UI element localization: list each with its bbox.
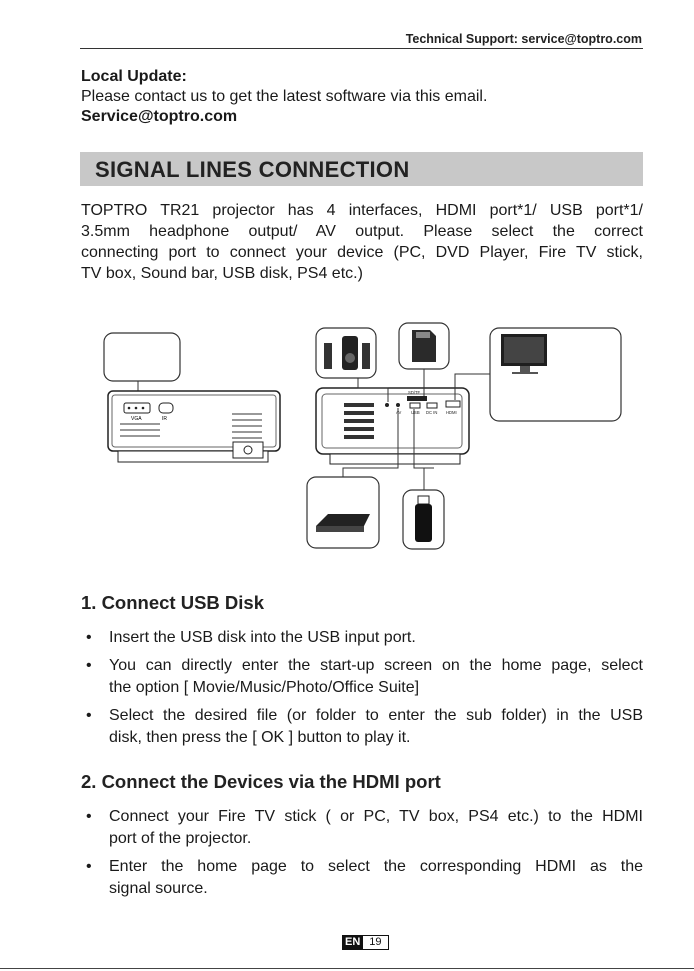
intro-line-1: TOPTRO TR21 projector has 4 interfaces, … <box>81 202 643 219</box>
dcin-port-label: DC IN <box>426 410 437 415</box>
ir-label: IR <box>162 416 167 422</box>
bullet-marker: • <box>86 657 92 674</box>
usb-bullet-3-line-1: Select the desired file (or folder to en… <box>109 707 643 724</box>
section-title: SIGNAL LINES CONNECTION <box>95 157 410 182</box>
sd-card-device <box>398 322 450 370</box>
bullet-marker: • <box>86 808 92 825</box>
usb-bullet-2-line-2: the option [ Movie/Music/Photo/Office Su… <box>109 679 420 696</box>
usb-disk-device <box>402 489 445 550</box>
bullet-marker: • <box>86 707 92 724</box>
header-divider <box>80 48 643 49</box>
speaker-device <box>315 327 377 379</box>
sdtf-slot-label: SD/TF <box>408 390 421 395</box>
tv-box-device <box>306 476 380 549</box>
hdmi-section-heading: 2. Connect the Devices via the HDMI port <box>81 771 441 792</box>
vga-port-label: VGA <box>131 416 142 422</box>
hdmi-port-label: HDMI <box>446 410 457 415</box>
bullet-marker: • <box>86 629 92 646</box>
usb-bullet-2-line-1: You can directly enter the start-up scre… <box>109 657 643 674</box>
page-number-badge: EN 19 <box>342 935 389 950</box>
hdmi-bullet-1-line-2: port of the projector. <box>109 830 252 847</box>
hdmi-bullet-2-line-1: Enter the home page to select the corres… <box>109 858 643 875</box>
projector-back-view: VGA IR <box>103 332 281 463</box>
hdmi-bullet-2-line-2: signal source. <box>109 880 208 897</box>
intro-line-3: connecting port to connect your device (… <box>81 244 643 261</box>
av-port-label: AV <box>396 410 401 415</box>
footer-divider <box>0 968 694 969</box>
local-update-title: Local Update: <box>81 68 187 85</box>
page-number: 19 <box>363 935 389 950</box>
monitor-device <box>489 327 622 422</box>
local-update-body: Please contact us to get the latest soft… <box>81 88 488 105</box>
support-email[interactable]: Service@toptro.com <box>81 108 238 125</box>
usb-section-heading: 1. Connect USB Disk <box>81 592 264 613</box>
bullet-marker: • <box>86 858 92 875</box>
language-tag: EN <box>342 935 364 950</box>
hdmi-bullet-1-line-1: Connect your Fire TV stick ( or PC, TV b… <box>109 808 643 825</box>
support-header: Technical Support: service@toptro.com <box>405 32 642 46</box>
section-banner: SIGNAL LINES CONNECTION <box>80 152 643 186</box>
usb-port-label: USB <box>411 410 420 415</box>
usb-bullet-3-line-2: disk, then press the [ OK ] button to pl… <box>109 729 411 746</box>
intro-line-4: TV box, Sound bar, USB disk, PS4 etc.) <box>81 265 363 282</box>
usb-bullet-1-line-1: Insert the USB disk into the USB input p… <box>109 629 416 646</box>
connection-diagram: VGA IR AV USB SD/TF DC IN HDMI <box>103 322 622 550</box>
intro-line-2: 3.5mm headphone output/ AV output. Pleas… <box>81 223 643 240</box>
projector-side-view: AV USB SD/TF DC IN HDMI <box>315 387 470 465</box>
